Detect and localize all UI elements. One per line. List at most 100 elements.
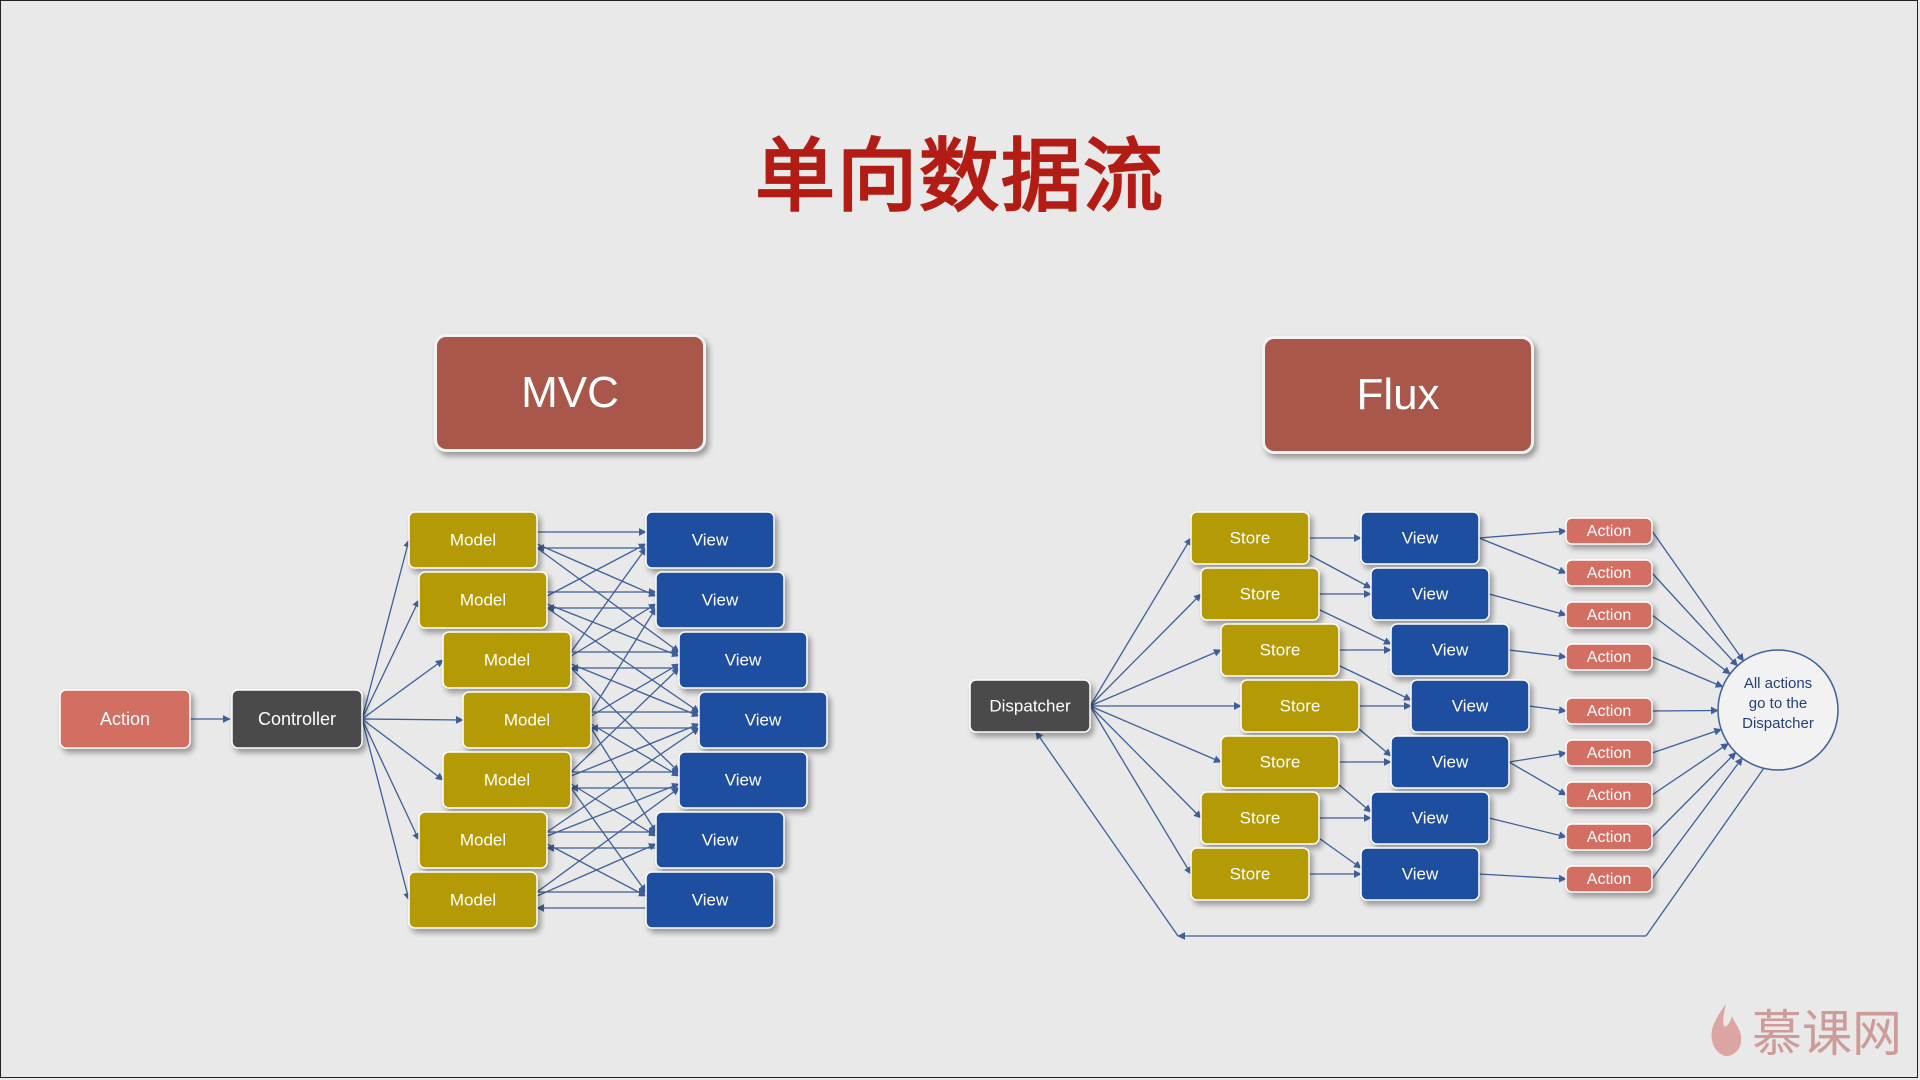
mvc-model-node-1: Model: [408, 511, 538, 569]
flux-edge-dispatcher-store-7: [1089, 705, 1192, 875]
flame-icon: [1711, 1004, 1742, 1057]
mvc-edge-controller-model-4: [361, 716, 464, 724]
flux-store-node-1: Store: [1190, 511, 1310, 565]
flux-store-node-5-label: Store: [1260, 752, 1301, 771]
flux-edge-dispatcher-store-6: [1089, 705, 1202, 819]
flux-edge-action-circle-7: [1651, 743, 1729, 796]
flux-store-node-7-label: Store: [1230, 864, 1271, 883]
mvc-model-node-1-label: Model: [450, 530, 496, 549]
flux-view-node-2: View: [1370, 567, 1490, 621]
mvc-edge-model-view-6-5: [546, 782, 680, 837]
flux-edge-action-circle-6: [1651, 727, 1722, 754]
flux-edge-dispatcher-store-5: [1089, 705, 1222, 763]
mvc-model-node-6-label: Model: [460, 830, 506, 849]
edges-layer: [190, 527, 1765, 940]
flux-action-node-9: Action: [1565, 865, 1653, 893]
flux-edge-circle-return: [1645, 767, 1765, 937]
mvc-view-node-1-label: View: [692, 530, 729, 549]
mvc-model-node-4: Model: [462, 691, 592, 749]
flux-store-node-3: Store: [1220, 623, 1340, 677]
mvc-view-node-5: View: [678, 751, 808, 809]
flux-store-node-3-label: Store: [1260, 640, 1301, 659]
mvc-view-node-4: View: [698, 691, 828, 749]
flux-edge-view-action-2: [1478, 537, 1567, 574]
flux-store-node-4-label: Store: [1280, 696, 1321, 715]
mvc-controller-node-label: Controller: [258, 709, 336, 729]
flux-view-node-2-label: View: [1412, 584, 1449, 603]
flux-edge-dispatcher-store-1: [1089, 537, 1192, 707]
mvc-model-node-6: Model: [418, 811, 548, 869]
flux-store-node-7: Store: [1190, 847, 1310, 901]
dispatcher-circle-text-1: All actions: [1744, 675, 1812, 692]
watermark-text: 慕课网: [1752, 1005, 1902, 1063]
flux-store-node-5: Store: [1220, 735, 1340, 789]
mvc-edge-model-view-5-4: [570, 723, 700, 777]
flux-edge-view-action-7: [1508, 761, 1567, 796]
flux-action-node-7-label: Action: [1587, 787, 1631, 804]
flux-action-node-5-label: Action: [1587, 703, 1631, 720]
flux-view-node-1: View: [1360, 511, 1480, 565]
mvc-model-node-4-label: Model: [504, 710, 550, 729]
flux-edge-action-circle-9: [1651, 757, 1743, 880]
flux-dispatcher-node-label: Dispatcher: [989, 696, 1071, 715]
flux-action-node-3: Action: [1565, 601, 1653, 629]
mvc-model-node-5: Model: [442, 751, 572, 809]
flux-action-node-2: Action: [1565, 559, 1653, 587]
mvc-edge-model-view-4-3: [590, 663, 680, 717]
flux-action-node-4: Action: [1565, 643, 1653, 671]
mvc-view-node-6-label: View: [702, 830, 739, 849]
mvc-controller-node: Controller: [231, 689, 363, 749]
flux-edge-view-action-4: [1508, 649, 1567, 661]
flux-action-node-1-label: Action: [1587, 523, 1631, 540]
flux-view-node-4-label: View: [1452, 696, 1489, 715]
flux-view-node-3-label: View: [1432, 640, 1469, 659]
flux-edge-dispatcher-store-2: [1089, 593, 1202, 707]
flux-edge-return-dispatcher: [1035, 731, 1179, 937]
flux-action-node-6: Action: [1565, 739, 1653, 767]
mvc-action-node: Action: [59, 689, 191, 749]
mvc-model-node-3: Model: [442, 631, 572, 689]
mvc-view-node-5-label: View: [725, 770, 762, 789]
flux-edge-action-circle-8: [1651, 752, 1737, 838]
flux-action-node-4-label: Action: [1587, 649, 1631, 666]
flux-view-node-3: View: [1390, 623, 1510, 677]
flux-edge-action-circle-4: [1651, 656, 1724, 688]
flux-edge-dispatcher-store-3: [1089, 649, 1222, 707]
flux-view-node-6-label: View: [1412, 808, 1449, 827]
mvc-edge-controller-model-2: [361, 599, 420, 720]
flux-store-node-6-label: Store: [1240, 808, 1281, 827]
flux-store-node-1-label: Store: [1230, 528, 1271, 547]
mvc-model-node-7: Model: [408, 871, 538, 929]
mvc-model-node-2: Model: [418, 571, 548, 629]
flux-edge-view-action-1: [1478, 527, 1567, 539]
mvc-edge-controller-model-1: [361, 539, 411, 720]
mvc-edge-controller-model-5: [361, 718, 444, 781]
mvc-edge-model-view-6-4: [546, 727, 700, 833]
flux-view-node-7: View: [1360, 847, 1480, 901]
flux-view-node-5-label: View: [1432, 752, 1469, 771]
flux-action-node-2-label: Action: [1587, 565, 1631, 582]
mvc-view-node-2: View: [655, 571, 785, 629]
mvc-model-node-3-label: Model: [484, 650, 530, 669]
flux-action-node-8-label: Action: [1587, 829, 1631, 846]
flux-edge-view-action-6: [1508, 750, 1567, 763]
watermark: 慕课网: [1706, 994, 1902, 1066]
flux-action-node-6-label: Action: [1587, 745, 1631, 762]
flux-edge-view-action-5: [1528, 705, 1567, 714]
mvc-action-node-label: Action: [100, 709, 150, 729]
mvc-view-node-7-label: View: [692, 890, 729, 909]
flux-view-node-7-label: View: [1402, 864, 1439, 883]
flux-store-node-2: Store: [1200, 567, 1320, 621]
mvc-model-node-2-label: Model: [460, 590, 506, 609]
mvc-edge-model-view-7-6: [536, 843, 657, 897]
mvc-model-node-7-label: Model: [450, 890, 496, 909]
flux-edge-view-action-9: [1478, 873, 1567, 883]
flux-store-node-4: Store: [1240, 679, 1360, 733]
mvc-view-node-7: View: [645, 871, 775, 929]
mvc-header: MVC: [434, 334, 706, 452]
dispatcher-circle-text-3: Dispatcher: [1742, 715, 1814, 732]
flux-header: Flux: [1262, 336, 1534, 454]
flux-edge-action-circle-2: [1651, 572, 1738, 667]
